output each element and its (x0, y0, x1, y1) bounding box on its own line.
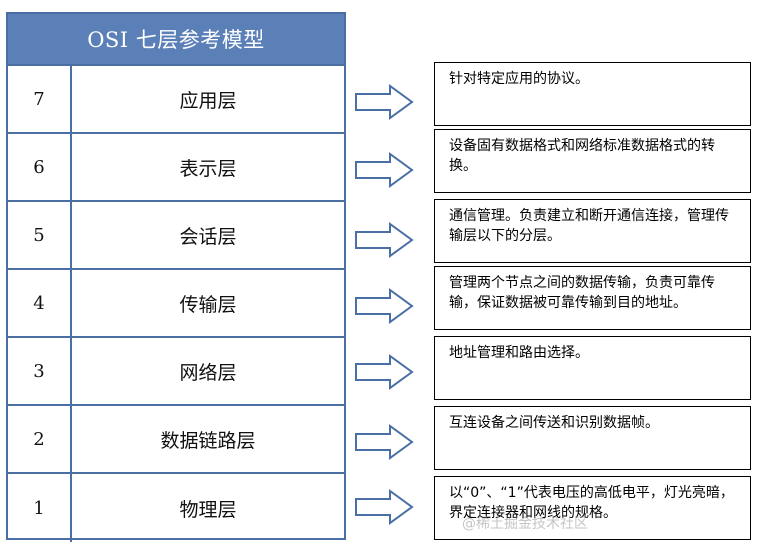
layer-description-2: 互连设备之间传送和识别数据帧。 (434, 406, 751, 470)
layer-description-1: 以“0”、“1”代表电压的高低电平，灯光亮暗，界定连接器和网线的规格。 (434, 476, 751, 540)
layer-description-4: 管理两个节点之间的数据传输，负责可靠传输，保证数据被可靠传输到目的地址。 (434, 266, 751, 330)
layer-number: 7 (8, 66, 72, 132)
layer-row-2: 2 数据链路层 (8, 406, 344, 474)
layer-number: 5 (8, 202, 72, 268)
right-arrow-icon (355, 354, 414, 390)
layer-name: 网络层 (179, 361, 237, 384)
watermark: @稀土掘金技术社区 (462, 516, 588, 532)
layer-name: 会话层 (179, 225, 237, 248)
layer-description-3: 地址管理和路由选择。 (434, 336, 751, 400)
layer-row-5: 5 会话层 (8, 202, 344, 270)
layer-name: 表示层 (179, 157, 237, 180)
layer-row-4: 4 传输层 (8, 270, 344, 338)
right-arrow-icon (355, 424, 414, 460)
layer-name: 应用层 (179, 89, 237, 112)
layer-description-5: 通信管理。负责建立和断开通信连接，管理传输层以下的分层。 (434, 199, 751, 263)
layer-name: 传输层 (179, 293, 237, 316)
right-arrow-icon (355, 84, 414, 120)
layer-row-1: 1 物理层 (8, 474, 344, 542)
table-title: OSI 七层参考模型 (8, 14, 344, 66)
layer-description-6: 设备固有数据格式和网络标准数据格式的转换。 (434, 129, 751, 193)
layer-row-6: 6 表示层 (8, 134, 344, 202)
right-arrow-icon (355, 152, 414, 188)
layer-row-7: 7 应用层 (8, 66, 344, 134)
layer-name: 物理层 (179, 498, 237, 521)
layer-number: 1 (8, 474, 72, 542)
layer-number: 2 (8, 406, 72, 472)
layer-row-3: 3 网络层 (8, 338, 344, 406)
layer-name: 数据链路层 (160, 429, 256, 452)
right-arrow-icon (355, 489, 414, 525)
right-arrow-icon (355, 288, 414, 324)
layer-number: 3 (8, 338, 72, 404)
osi-model-table: OSI 七层参考模型 7 应用层 6 表示层 5 会话层 4 传输层 3 网络层… (6, 12, 346, 542)
layer-description-7: 针对特定应用的协议。 (434, 62, 751, 126)
layer-number: 6 (8, 134, 72, 200)
layer-number: 4 (8, 270, 72, 336)
right-arrow-icon (355, 222, 414, 258)
